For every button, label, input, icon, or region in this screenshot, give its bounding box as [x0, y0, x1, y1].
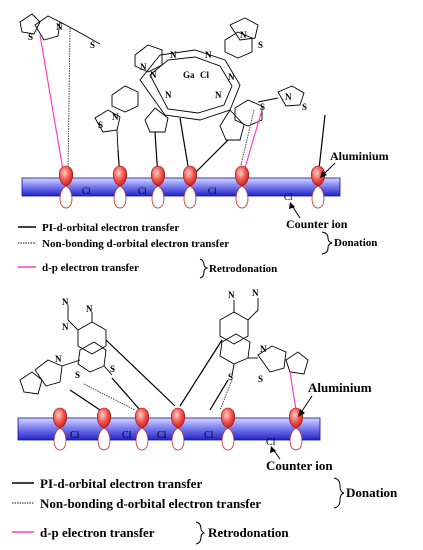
svg-text:S: S [228, 372, 233, 382]
ion-symbol: Cl [204, 430, 214, 441]
phthalocyanine-molecule: Ga Cl N N N N N N N N S S N S S N S N S [19, 13, 307, 151]
legend-d-p: d-p electron transfer [42, 262, 139, 274]
ion-symbol: Cl [70, 430, 80, 441]
legend-non-bonding: Non-bonding d-orbital electron transfer [42, 238, 229, 250]
legend-retrodonation: Retrodonation [209, 263, 277, 275]
metal-center-label: Ga [183, 70, 195, 80]
legend-pi-d: PI-d-orbital electron transfer [40, 476, 202, 491]
nitrile-n-label: N [86, 304, 93, 314]
svg-text:S: S [75, 370, 80, 380]
pi-transfer-line [192, 139, 229, 176]
legend-retrodonation: Retrodonation [208, 525, 289, 540]
ion-symbol: Cl [284, 192, 293, 202]
legend-2: PI-d-orbital electron transfer Non-bondi… [12, 476, 398, 545]
legend-donation: Donation [334, 237, 377, 249]
svg-text:S: S [260, 102, 265, 112]
aluminium-label: Aluminium [308, 380, 372, 395]
svg-text:N: N [205, 50, 212, 60]
counter-ion-label: Counter ion [266, 458, 333, 473]
svg-text:S: S [90, 40, 95, 50]
legend-pi-d: PI-d-orbital electron transfer [42, 222, 179, 234]
svg-text:N: N [112, 112, 119, 122]
ion-symbol: Cl [266, 437, 276, 448]
aluminium-surface [21, 177, 341, 197]
svg-text:N: N [228, 290, 235, 300]
ion-symbol: Cl [157, 430, 167, 441]
transfer-lines-2 [69, 339, 297, 411]
ion-symbol: Cl [82, 186, 91, 196]
svg-text:N: N [62, 297, 69, 307]
svg-text:N: N [165, 90, 172, 100]
aluminium-label: Aluminium [330, 149, 389, 163]
svg-text:N: N [215, 90, 222, 100]
svg-text:S: S [98, 120, 103, 130]
ion-symbol: Cl [208, 186, 217, 196]
svg-text:S: S [302, 102, 307, 112]
counter-ion-label: Counter ion [286, 217, 348, 231]
svg-text:N: N [228, 72, 235, 82]
ion-symbol: Cl [138, 186, 147, 196]
transfer-lines-1 [39, 27, 326, 179]
svg-text:N: N [62, 322, 69, 332]
svg-text:N: N [285, 92, 292, 102]
svg-text:N: N [140, 62, 147, 72]
svg-text:N: N [260, 344, 267, 354]
legend-donation: Donation [346, 485, 398, 500]
ion-symbol: Cl [122, 430, 132, 441]
svg-text:S: S [28, 32, 33, 42]
panel-1: Ga Cl N N N N N N N N S S N S S N S N S [18, 13, 389, 279]
ligand-label: Cl [200, 70, 209, 80]
svg-text:N: N [56, 22, 63, 32]
svg-text:N: N [240, 30, 247, 40]
legend-1: PI-d-orbital electron transfer Non-bondi… [18, 222, 377, 279]
legend-non-bonding: Non-bonding d-orbital electron transfer [40, 496, 261, 511]
legend-d-p: d-p electron transfer [40, 525, 155, 540]
ring-s-label: S [110, 364, 115, 374]
svg-text:N: N [150, 70, 157, 80]
nonbonding-line [67, 27, 71, 177]
svg-text:S: S [258, 374, 263, 384]
svg-text:S: S [258, 40, 263, 50]
aluminium-surface [17, 417, 321, 441]
dp-transfer-line [39, 34, 65, 177]
svg-text:N: N [170, 50, 177, 60]
panel-2: N N N N S S N N S N S [12, 288, 398, 545]
svg-text:N: N [252, 288, 259, 298]
ring-n-label: N [55, 354, 62, 364]
phenyl-thiazole-molecule: N N N N S S N N S N S [19, 288, 309, 395]
